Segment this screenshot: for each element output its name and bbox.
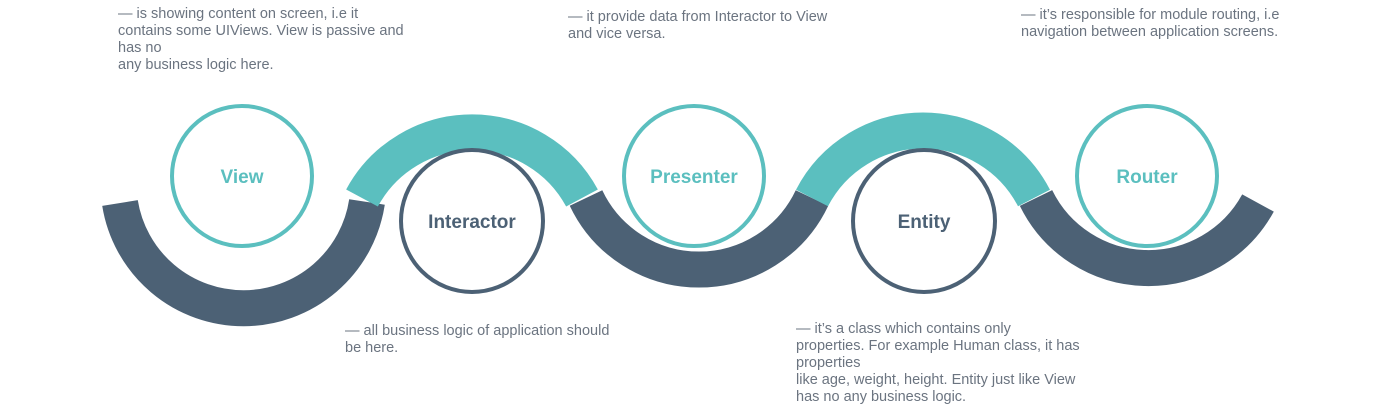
router-description: — it’s responsible for module routing, i… xyxy=(1021,7,1280,40)
router-node-circle xyxy=(1075,104,1219,248)
entity-label: Entity xyxy=(898,212,951,233)
interactor-label: Interactor xyxy=(428,212,516,233)
arc-under-view xyxy=(102,198,385,327)
arc-over-entity xyxy=(796,112,1050,207)
arc-under-presenter xyxy=(569,189,829,288)
interactor-node-circle xyxy=(399,148,545,294)
view-description: — is showing content on screen, i.e it c… xyxy=(118,6,404,73)
interactor-description: — all business logic of application shou… xyxy=(345,323,610,356)
arc-under-router xyxy=(1019,189,1274,287)
view-label: View xyxy=(221,167,264,188)
view-node-circle xyxy=(170,104,314,248)
presenter-description: — it provide data from Interactor to Vie… xyxy=(568,9,828,42)
entity-node-circle xyxy=(851,148,997,294)
presenter-node-circle xyxy=(622,104,766,248)
presenter-label: Presenter xyxy=(650,167,738,188)
arc-over-interactor xyxy=(346,114,598,207)
router-label: Router xyxy=(1116,167,1178,188)
entity-description: — it’s a class which contains only prope… xyxy=(796,321,1080,405)
